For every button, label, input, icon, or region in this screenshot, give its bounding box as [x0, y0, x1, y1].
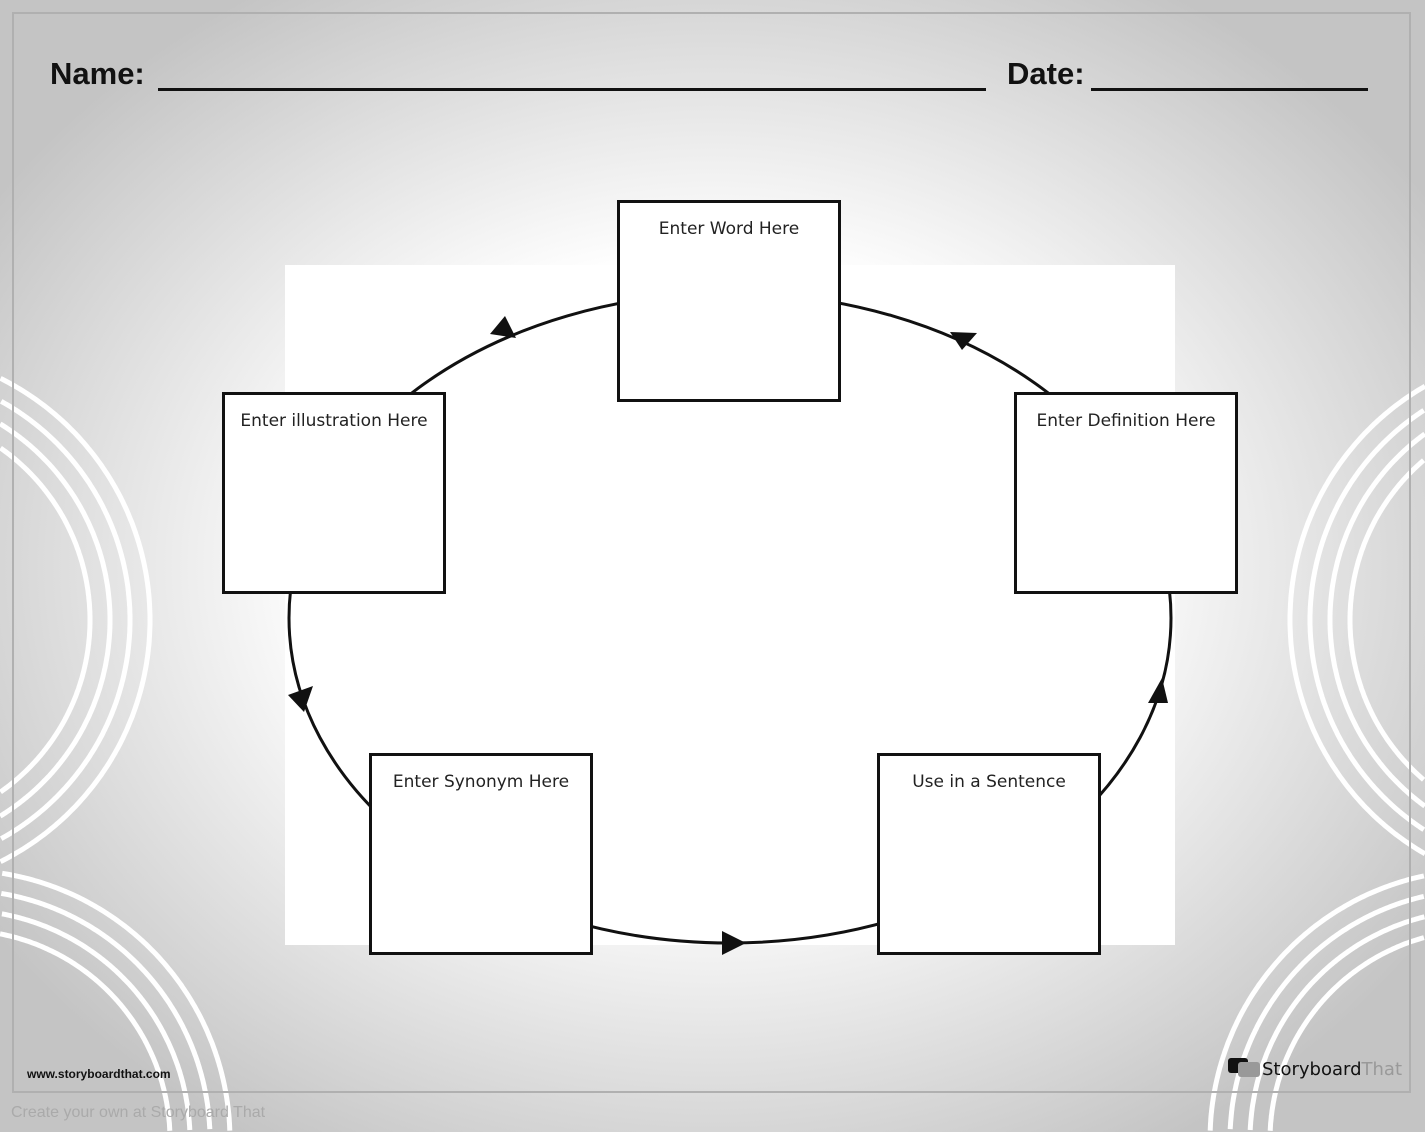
synonym-box[interactable]: Enter Synonym Here — [369, 753, 593, 955]
decorative-arc — [1287, 384, 1425, 856]
arrow-icon — [722, 931, 746, 955]
arrow-icon — [288, 686, 313, 712]
name-line[interactable] — [158, 88, 986, 91]
logo-accent: That — [1361, 1058, 1403, 1080]
decorative-arcs — [0, 376, 1425, 1131]
page-frame — [12, 12, 1411, 1093]
logo-main: Storyboard — [1262, 1058, 1362, 1080]
arrow-icon — [950, 332, 977, 350]
decorative-arc — [1207, 873, 1425, 1131]
definition-box[interactable]: Enter Definition Here — [1014, 392, 1238, 594]
arrow-icon — [1148, 678, 1168, 703]
date-label: Date: — [1007, 56, 1085, 91]
decorative-arc — [0, 870, 233, 1131]
date-line[interactable] — [1091, 88, 1368, 91]
name-label: Name: — [50, 56, 145, 91]
credit-text: Create your own at Storyboard That — [11, 1104, 266, 1121]
sentence-box[interactable]: Use in a Sentence — [877, 753, 1101, 955]
website-url: www.storyboardthat.com — [27, 1067, 171, 1081]
illustration-box[interactable]: Enter illustration Here — [222, 392, 446, 594]
decorative-arc — [0, 376, 153, 864]
word-box[interactable]: Enter Word Here — [617, 200, 841, 402]
speech-bubbles-icon — [1228, 1058, 1260, 1077]
arrow-icon — [490, 316, 516, 338]
